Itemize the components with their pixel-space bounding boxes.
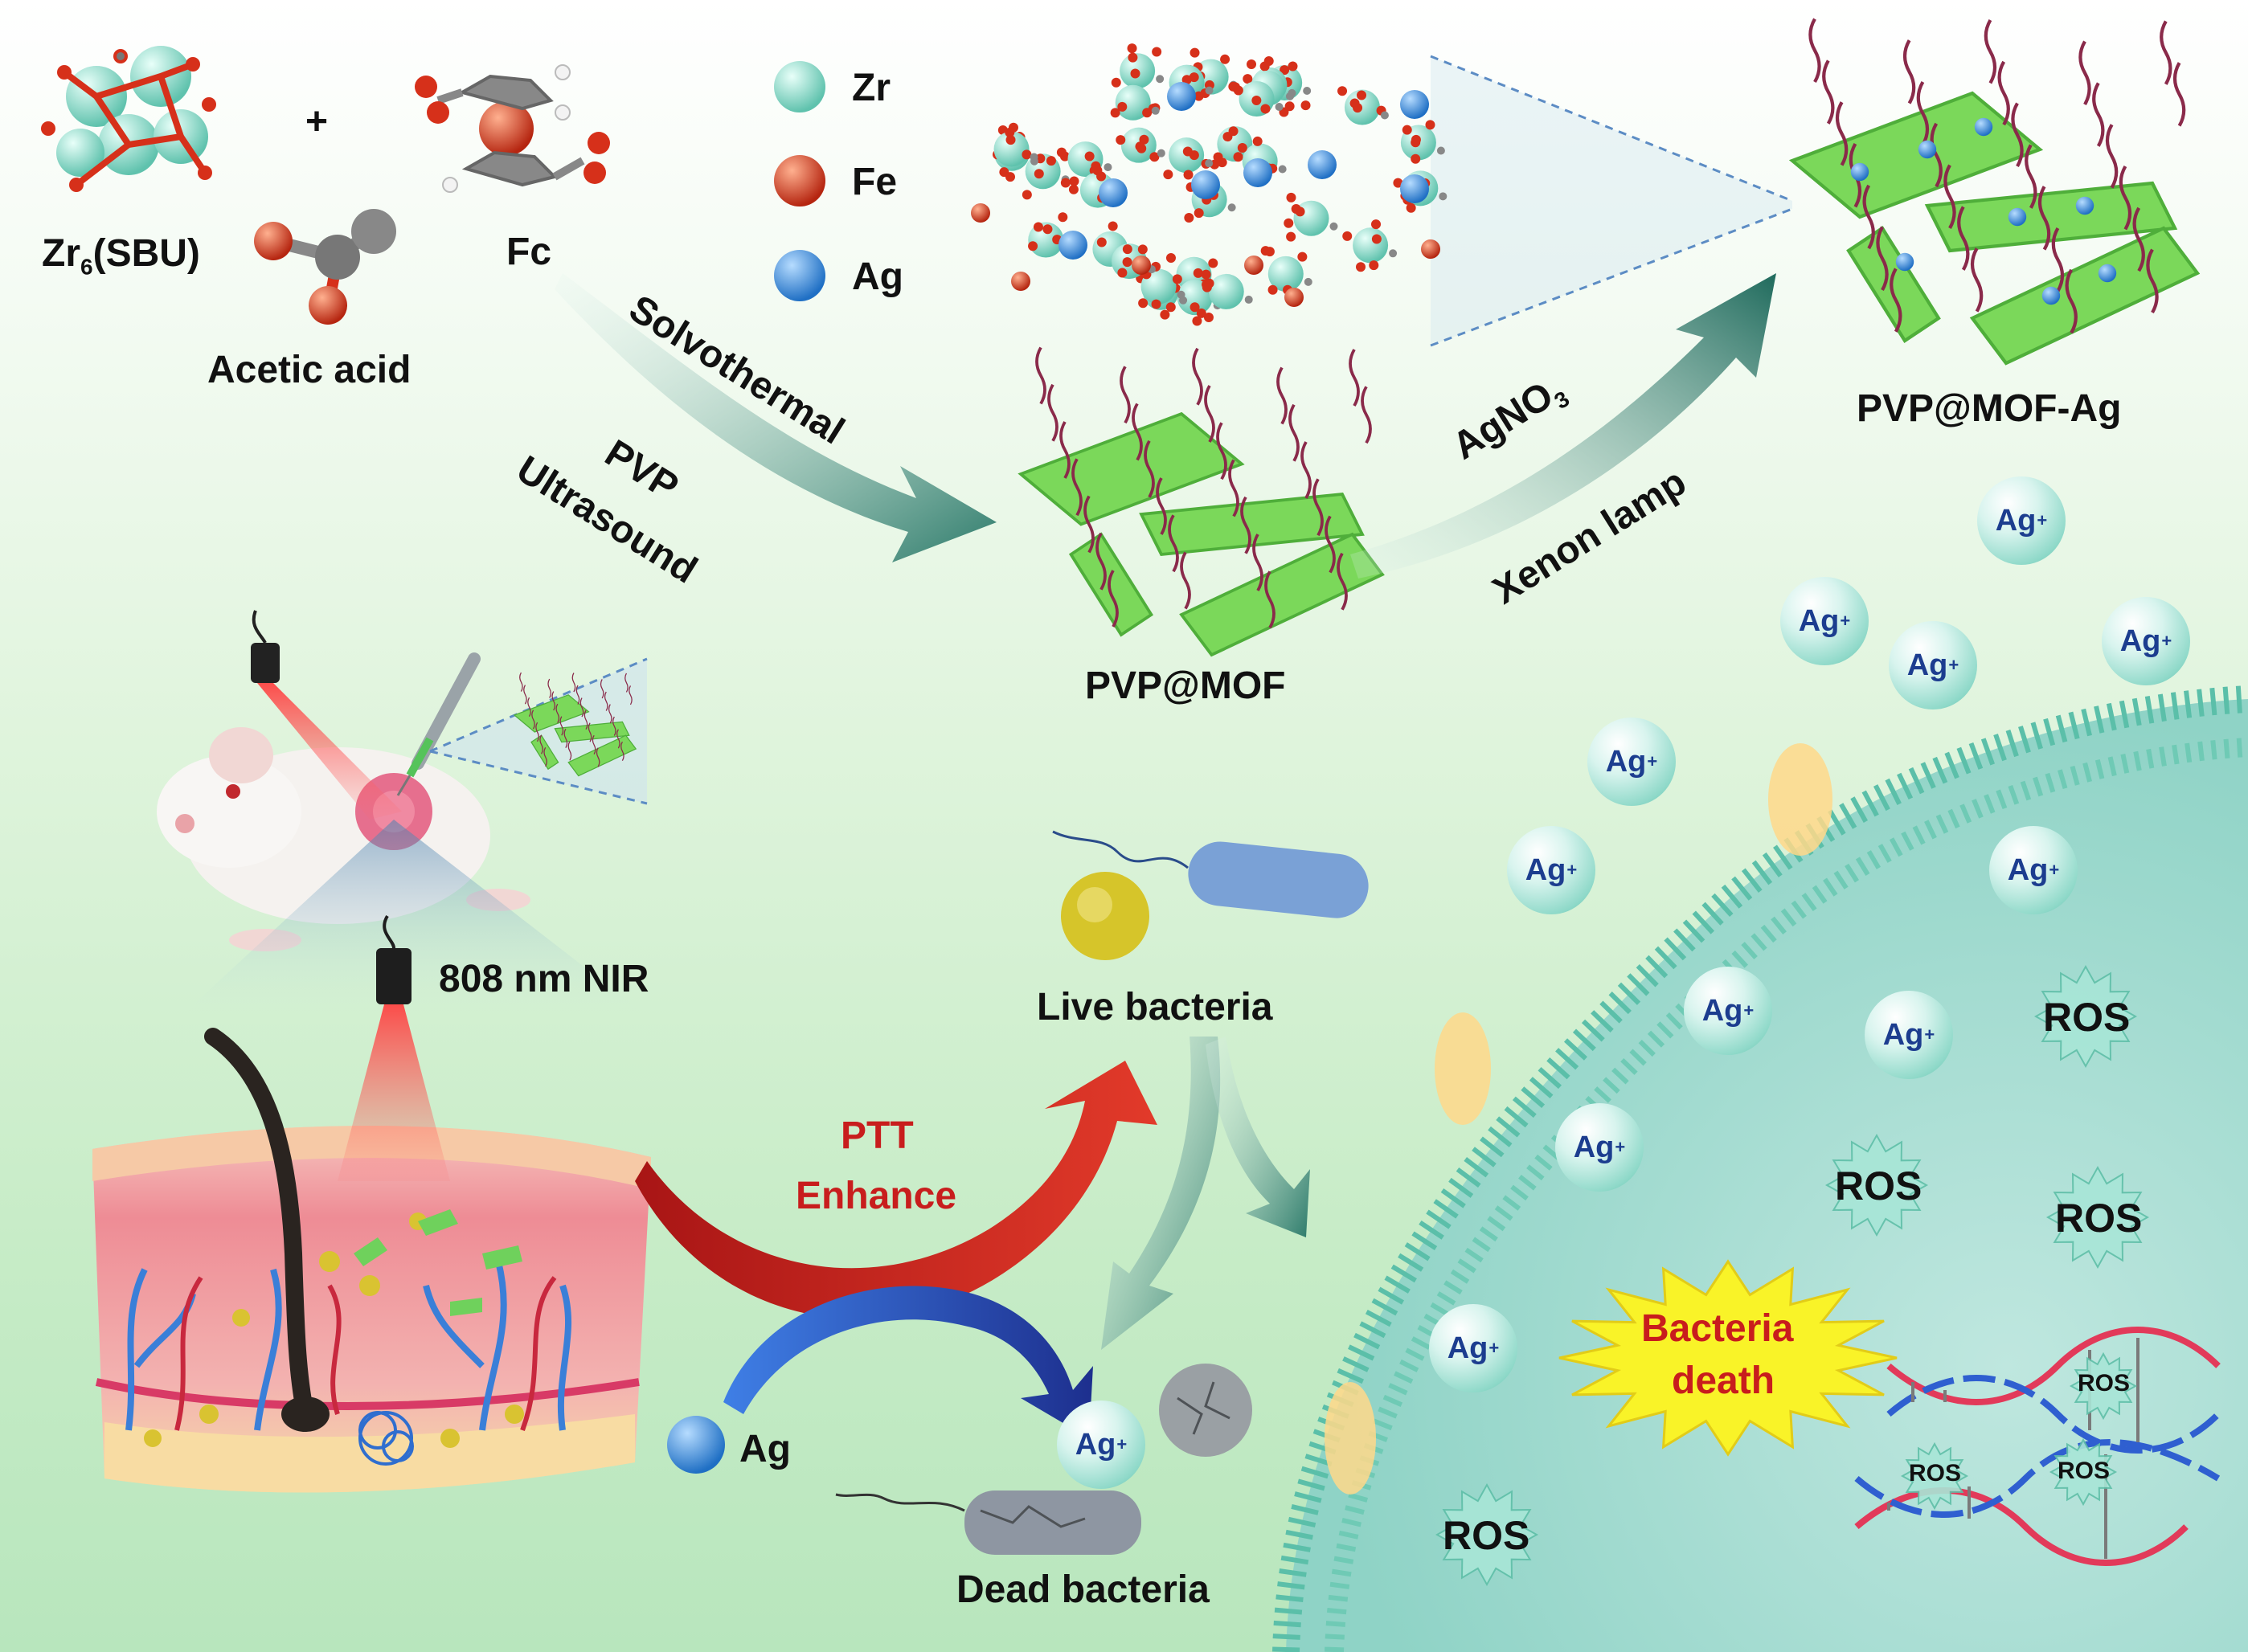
acetic-acid-molecule bbox=[254, 209, 396, 325]
ros-label: ROS bbox=[2055, 1196, 2143, 1241]
membrane-damage-spots bbox=[1325, 743, 1832, 1495]
ag-ion: Ag+ bbox=[1780, 577, 1869, 665]
zoom-beam bbox=[1431, 56, 1792, 346]
ag-legend-sphere bbox=[774, 250, 825, 301]
ag-ion: Ag+ bbox=[1555, 1103, 1644, 1192]
bacteria-death-line1: Bacteria bbox=[1641, 1307, 1794, 1350]
solvothermal-arrow bbox=[555, 273, 997, 562]
ag-ion: Ag+ bbox=[1865, 991, 1953, 1079]
ros-label: ROS bbox=[1443, 1513, 1530, 1558]
bacteria-death-burst bbox=[1558, 1259, 1898, 1457]
ag-ion: Ag+ bbox=[2102, 597, 2190, 685]
ros-label: ROS bbox=[1909, 1460, 1962, 1486]
ag-ion: Ag+ bbox=[1587, 718, 1676, 806]
skin-zoom-cone bbox=[185, 820, 643, 1012]
syringe-icon bbox=[396, 652, 481, 796]
ros-label: ROS bbox=[2078, 1370, 2131, 1396]
fe-legend-sphere bbox=[774, 155, 825, 206]
plus-sign: + bbox=[305, 100, 329, 143]
ag-ion: Ag+ bbox=[1507, 826, 1595, 914]
bacteria-death-line2: death bbox=[1672, 1360, 1775, 1402]
ptt-enhance-arrow bbox=[635, 1061, 1157, 1319]
legend-spheres bbox=[774, 61, 825, 301]
ag-ion: Ag+ bbox=[1889, 621, 1977, 709]
ptt-label: PTT bbox=[841, 1114, 914, 1157]
ag-ion: Ag+ bbox=[1977, 476, 2066, 565]
ros-label: ROS bbox=[2043, 995, 2131, 1040]
pvp-mof-nanoflakes bbox=[1018, 346, 1385, 657]
dead-bacteria-label: Dead bacteria bbox=[956, 1568, 1210, 1611]
ag-label: Ag bbox=[739, 1428, 791, 1470]
bacterial-cell bbox=[1272, 685, 2248, 1652]
ros-label: ROS bbox=[1835, 1163, 1922, 1208]
ag-release-arrow bbox=[723, 1286, 1093, 1438]
injected-nanoflakes bbox=[513, 672, 637, 777]
ag-nanoparticle-sphere bbox=[667, 1416, 725, 1474]
legend-fe-label: Fe bbox=[852, 161, 898, 203]
pvp-mof-label: PVP@MOF bbox=[1085, 664, 1286, 707]
dna-strands bbox=[1854, 1327, 2221, 1566]
sbu-label: Zr6(SBU) bbox=[42, 232, 200, 280]
ferrocene-molecule bbox=[415, 64, 610, 193]
ag-ion: Ag+ bbox=[1684, 967, 1772, 1055]
live-bacteria-figure bbox=[1052, 830, 1369, 960]
pvp-mof-ag-label: PVP@MOF-Ag bbox=[1857, 387, 2122, 430]
enhance-label: Enhance bbox=[796, 1175, 957, 1217]
dead-bacteria-figure bbox=[835, 1364, 1252, 1555]
mof-crystal-network bbox=[971, 43, 1447, 326]
live-bacteria-label: Live bacteria bbox=[1037, 986, 1273, 1028]
zr-legend-sphere bbox=[774, 61, 825, 112]
ag-ion: Ag+ bbox=[1057, 1401, 1145, 1489]
live-to-dead-arrows bbox=[1101, 1037, 1310, 1350]
acetic-acid-label: Acetic acid bbox=[207, 349, 412, 391]
ros-particles bbox=[1435, 964, 2150, 1587]
fc-label: Fc bbox=[506, 231, 552, 273]
skin-cross-section bbox=[92, 1028, 651, 1493]
legend-ag-label: Ag bbox=[852, 256, 903, 298]
ag-ion: Ag+ bbox=[1429, 1304, 1517, 1392]
ros-label: ROS bbox=[2058, 1458, 2111, 1484]
mouse-illustration bbox=[157, 727, 530, 951]
nir-laser bbox=[338, 914, 450, 1181]
zr6-sbu-molecule bbox=[41, 46, 216, 192]
pvp-mof-ag-nanoflakes bbox=[1788, 18, 2201, 366]
agno3-arrow bbox=[1350, 273, 1776, 579]
legend-zr-label: Zr bbox=[852, 67, 891, 109]
ag-ion: Ag+ bbox=[1989, 826, 2078, 914]
nir-label: 808 nm NIR bbox=[439, 958, 649, 1000]
mouse-laser bbox=[251, 610, 402, 820]
